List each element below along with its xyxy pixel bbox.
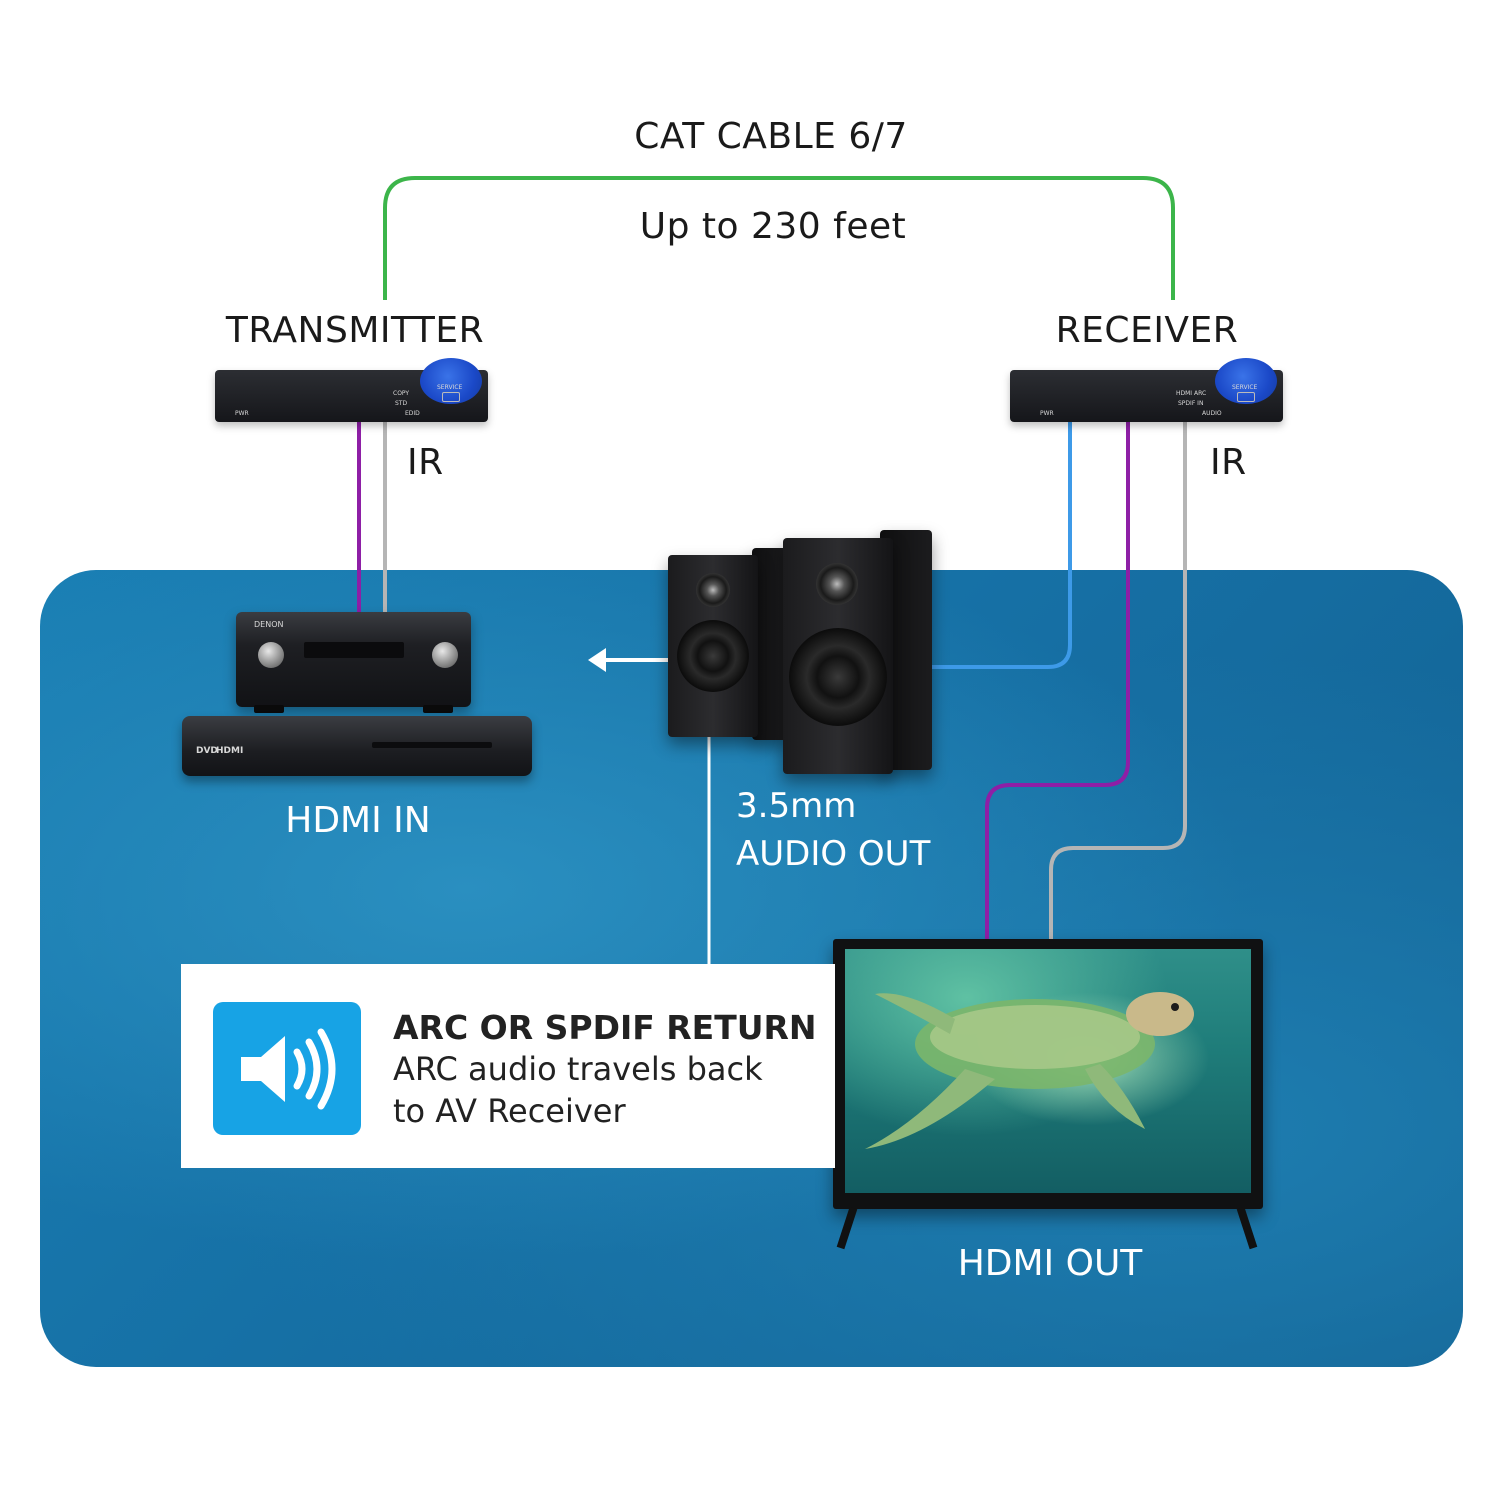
receiver-pwr-text: PWR xyxy=(1040,410,1054,417)
card-line-1: ARC audio travels back xyxy=(393,1050,763,1088)
receiver-spdif-text: SPDIF IN xyxy=(1178,400,1204,407)
left-speaker-side xyxy=(752,548,788,740)
dvd-tray-icon xyxy=(372,742,492,748)
receiver-audio-wire xyxy=(930,420,1072,669)
cable-distance: Up to 230 feet xyxy=(639,206,907,247)
transmitter-service-text: SERVICE xyxy=(437,384,463,391)
receiver-service-text: SERVICE xyxy=(1232,384,1258,391)
card-line-2: to AV Receiver xyxy=(393,1092,626,1130)
hdmi-out-label: HDMI OUT xyxy=(957,1243,1143,1284)
avr-display-icon xyxy=(304,642,404,658)
transmitter-pwr-text: PWR xyxy=(235,410,249,417)
arc-info-card: ARC OR SPDIF RETURN ARC audio travels ba… xyxy=(181,964,835,1168)
dvd-hdmi-badge-text: HDMI xyxy=(216,746,244,756)
receiver-service-port-icon xyxy=(1237,392,1255,402)
dvd-badge-text: DVD xyxy=(196,746,218,756)
right-speaker xyxy=(783,538,893,774)
transmitter-service-port-icon xyxy=(442,392,460,402)
tv-screen-image xyxy=(845,949,1251,1193)
hdmi-in-label: HDMI IN xyxy=(285,800,431,841)
transmitter-label: TRANSMITTER xyxy=(225,310,485,351)
right-speaker-tweeter-icon xyxy=(816,563,858,605)
receiver-dome-icon xyxy=(1215,358,1277,404)
cable-title: CAT CABLE 6/7 xyxy=(634,116,908,157)
left-speaker-woofer-icon xyxy=(677,620,749,692)
speaker-volume-icon-box xyxy=(213,1002,361,1135)
left-speaker xyxy=(668,555,758,737)
receiver-audio-text: AUDIO xyxy=(1202,410,1222,417)
return-arrow-head xyxy=(588,648,606,672)
card-title: ARC OR SPDIF RETURN xyxy=(393,1008,817,1047)
receiver-ir-label: IR xyxy=(1210,442,1247,483)
transmitter-copy-text: COPY xyxy=(393,390,410,397)
dvd-player-device: DVD HDMI xyxy=(182,716,532,776)
transmitter-dome-icon xyxy=(420,358,482,404)
speaker-label-line1: 3.5mm xyxy=(736,786,857,826)
receiver-hdmi-wire xyxy=(985,420,1130,939)
transmitter-device: COPY STD EDID SERVICE PWR xyxy=(215,358,488,422)
speaker-label-line2: AUDIO OUT xyxy=(736,834,931,874)
cat-cable-wire xyxy=(383,176,1175,300)
avr-foot-icon xyxy=(423,705,453,713)
speaker-volume-icon xyxy=(241,1028,336,1110)
avr-left-knob-icon xyxy=(258,642,284,668)
tv-display-device xyxy=(833,939,1263,1250)
transmitter-edid-text: EDID xyxy=(405,410,420,417)
av-receiver-device: DENON xyxy=(236,612,471,713)
avr-brand-text: DENON xyxy=(254,620,284,629)
transmitter-ir-label: IR xyxy=(407,442,444,483)
receiver-hdmi-arc-text: HDMI ARC xyxy=(1176,390,1207,397)
avr-right-knob-icon xyxy=(432,642,458,668)
avr-foot-icon xyxy=(254,705,284,713)
receiver-label: RECEIVER xyxy=(1055,310,1239,351)
receiver-device: HDMI ARC SPDIF IN AUDIO SERVICE PWR xyxy=(1010,358,1283,422)
receiver-ir-wire xyxy=(1049,420,1187,939)
sea-turtle-icon xyxy=(865,992,1194,1149)
right-speaker-woofer-icon xyxy=(789,628,887,726)
transmitter-std-text: STD xyxy=(395,400,408,407)
left-speaker-tweeter-icon xyxy=(696,573,730,607)
